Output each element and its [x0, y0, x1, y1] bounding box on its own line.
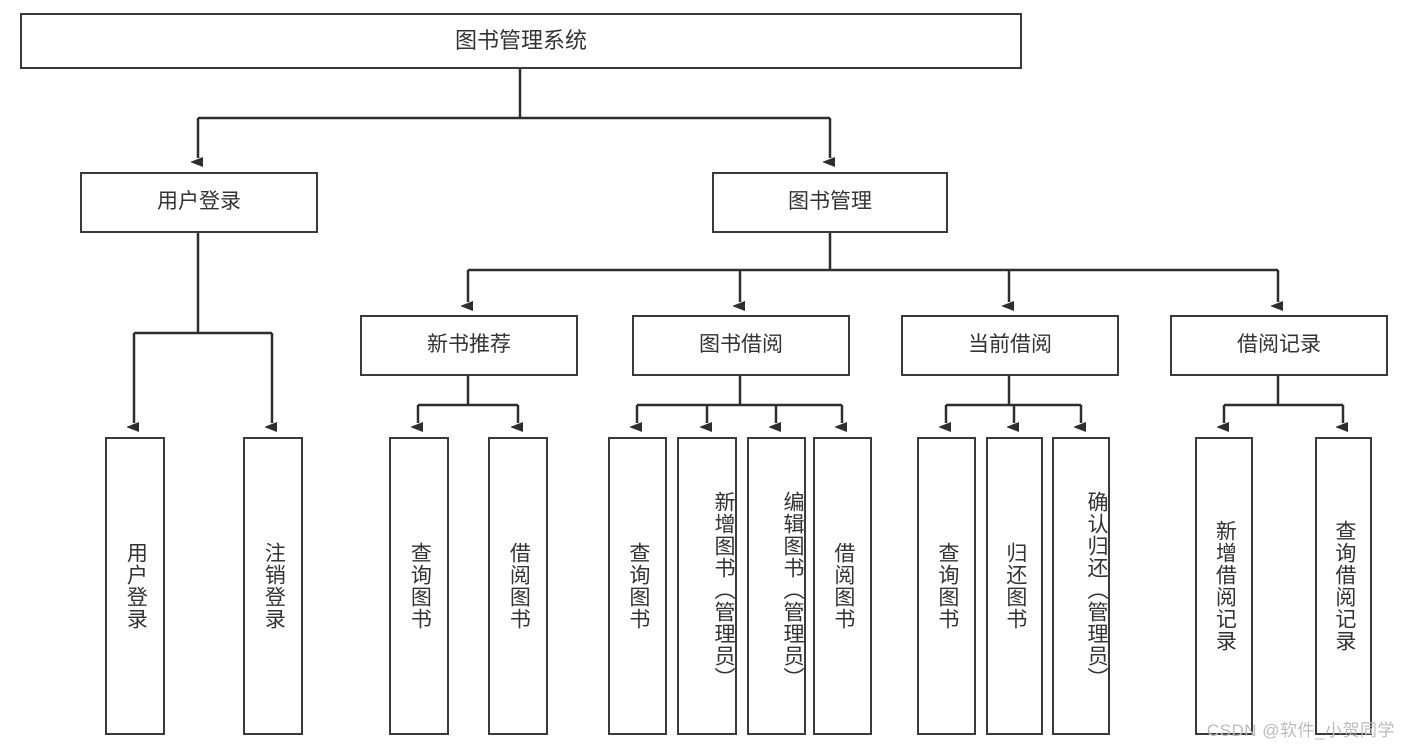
leaf-return-book[interactable]: 归还图书 — [986, 437, 1043, 735]
leaf-edit-book-admin[interactable]: 编辑图书（管理员） — [747, 437, 806, 735]
node-label: 图书管理系统 — [454, 28, 587, 54]
node-label: 用户登录 — [124, 542, 148, 630]
node-label: 查询图书 — [626, 542, 650, 630]
node-user-login[interactable]: 用户登录 — [80, 172, 318, 233]
leaf-query-book-current[interactable]: 查询图书 — [917, 437, 976, 735]
leaf-borrow-book[interactable]: 借阅图书 — [813, 437, 872, 735]
leaf-add-book-admin[interactable]: 新增图书（管理员） — [677, 437, 737, 735]
node-label: 借阅图书 — [831, 542, 855, 630]
node-new-book-recommend[interactable]: 新书推荐 — [360, 315, 578, 376]
node-label: 查询图书 — [935, 542, 959, 630]
node-label: 新书推荐 — [427, 333, 511, 357]
leaf-user-login[interactable]: 用户登录 — [105, 437, 165, 735]
node-label: 借阅记录 — [1237, 333, 1321, 357]
node-label: 当前借阅 — [968, 333, 1052, 357]
node-label: 新增图书（管理员） — [712, 491, 735, 689]
node-label: 图书管理 — [788, 190, 872, 214]
node-label: 查询借阅记录 — [1332, 520, 1356, 652]
node-book-management[interactable]: 图书管理 — [712, 172, 948, 233]
leaf-confirm-return-admin[interactable]: 确认归还（管理员） — [1052, 437, 1110, 735]
node-borrow-record[interactable]: 借阅记录 — [1170, 315, 1388, 376]
leaf-query-borrow-record[interactable]: 查询借阅记录 — [1315, 437, 1372, 735]
node-label: 图书借阅 — [699, 333, 783, 357]
node-root[interactable]: 图书管理系统 — [20, 13, 1022, 69]
node-label: 编辑图书（管理员） — [781, 491, 804, 689]
leaf-query-book-new[interactable]: 查询图书 — [389, 437, 449, 735]
node-label: 归还图书 — [1003, 542, 1027, 630]
node-label: 确认归还（管理员） — [1085, 491, 1108, 689]
node-label: 注销登录 — [262, 542, 286, 630]
leaf-query-book-borrow[interactable]: 查询图书 — [608, 437, 667, 735]
node-book-borrow[interactable]: 图书借阅 — [632, 315, 850, 376]
leaf-borrow-book-new[interactable]: 借阅图书 — [488, 437, 548, 735]
node-label: 用户登录 — [157, 190, 241, 214]
leaf-logout-login[interactable]: 注销登录 — [243, 437, 303, 735]
node-current-borrow[interactable]: 当前借阅 — [901, 315, 1119, 376]
node-label: 新增借阅记录 — [1213, 520, 1237, 652]
node-label: 查询图书 — [408, 542, 432, 630]
leaf-add-borrow-record[interactable]: 新增借阅记录 — [1195, 437, 1253, 735]
node-label: 借阅图书 — [507, 542, 531, 630]
